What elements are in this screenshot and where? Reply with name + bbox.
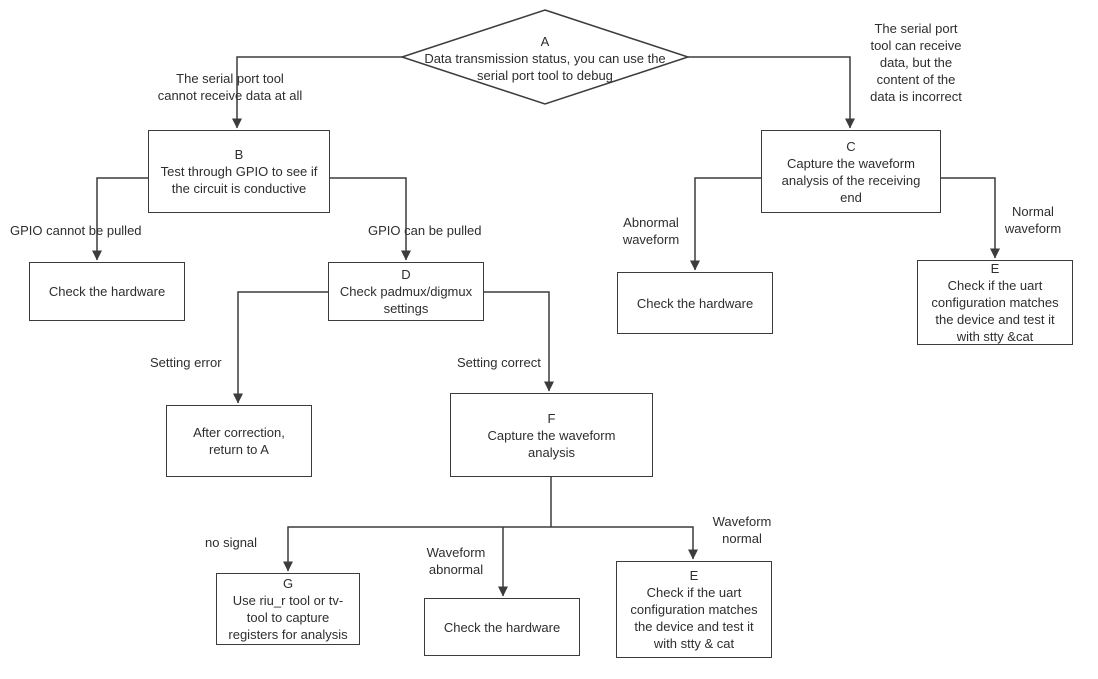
node-text: Check if the uart configuration matches … [931, 278, 1059, 344]
node-letter: D [401, 267, 411, 282]
node-text: Check padmux/digmux settings [339, 284, 473, 316]
node-letter: E [990, 261, 1000, 276]
node-letter: F [547, 410, 556, 426]
node-c-capture-waveform-receiving: C Capture the waveform analysis of the r… [761, 130, 941, 213]
node-text: Check if the uart configuration matches … [630, 585, 758, 651]
node-letter: E [689, 568, 699, 583]
decision-node-a: A Data transmission status, you can use … [395, 12, 695, 104]
edge-label-no-signal: no signal [205, 535, 258, 550]
edge-label-normal-waveform: Normal waveform [1004, 204, 1062, 236]
edge-label-serial-cannot-receive: The serial port tool cannot receive data… [157, 71, 303, 103]
node-text: After correction, return to A [193, 425, 285, 457]
edge-label-waveform-normal: Waveform normal [712, 514, 772, 546]
node-e-check-uart-config-top: E Check if the uart configuration matche… [917, 260, 1073, 345]
node-g-riu-tool: G Use riu_r tool or tv- tool to capture … [216, 573, 360, 645]
node-after-correction: After correction, return to A [166, 405, 312, 477]
node-letter: C [846, 138, 856, 154]
node-check-hardware-left: Check the hardware [29, 262, 185, 321]
node-text: Check the hardware [636, 295, 754, 311]
edge-label-waveform-abnormal: Waveform abnormal [426, 545, 486, 577]
edge-label-gpio-can-be-pulled: GPIO can be pulled [368, 223, 482, 238]
edge-label-setting-correct: Setting correct [457, 355, 541, 370]
node-text: Capture the waveform analysis [487, 427, 616, 460]
node-letter: B [234, 147, 244, 162]
node-d-check-padmux: D Check padmux/digmux settings [328, 262, 484, 321]
edge-label-abnormal-waveform: Abnormal waveform [622, 215, 680, 247]
node-check-hardware-right: Check the hardware [617, 272, 773, 334]
node-text: Check the hardware [48, 284, 166, 299]
node-text: Use riu_r tool or tv- tool to capture re… [228, 593, 348, 642]
node-letter: A [540, 33, 550, 49]
node-check-hardware-bottom: Check the hardware [424, 598, 580, 656]
node-text: Data transmission status, you can use th… [424, 50, 666, 83]
node-text: Capture the waveform analysis of the rec… [781, 155, 921, 205]
node-f-capture-waveform: F Capture the waveform analysis [450, 393, 653, 477]
node-letter: G [282, 576, 294, 591]
node-e-check-uart-config-bottom: E Check if the uart configuration matche… [616, 561, 772, 658]
edge-label-serial-can-receive: The serial port tool can receive data, b… [870, 21, 962, 104]
node-text: Test through GPIO to see if the circuit … [160, 164, 318, 196]
edge-label-setting-error: Setting error [150, 355, 222, 370]
node-b-test-gpio: B Test through GPIO to see if the circui… [148, 130, 330, 213]
edge-label-gpio-cannot-be-pulled: GPIO cannot be pulled [10, 223, 142, 238]
node-text: Check the hardware [443, 619, 561, 635]
